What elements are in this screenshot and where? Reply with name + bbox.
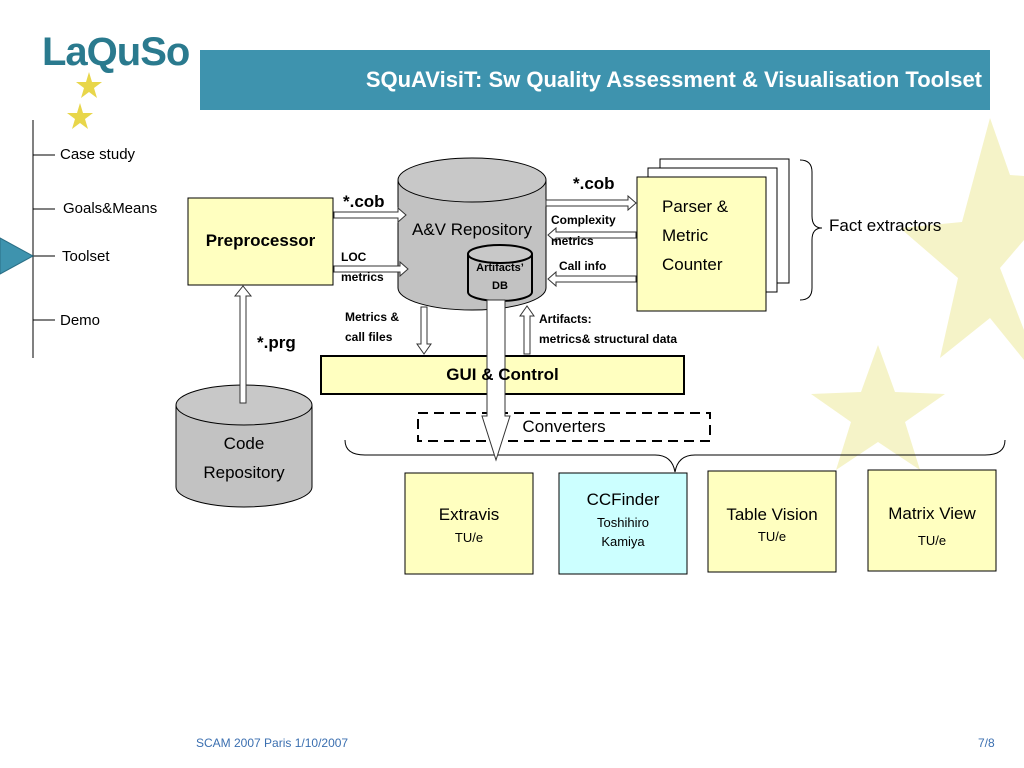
code-repository-label-1: Code [223,434,265,453]
logo-star-icon [67,103,93,129]
fact-extractors-label: Fact extractors [829,216,942,235]
matrix-view-label: Matrix View [888,504,976,523]
parser-label-3: Counter [662,255,723,274]
edge-label-complexity-1: Complexity [551,213,616,227]
code-repository-cylinder [175,405,313,508]
arrow-preprocessor-to-repo-loc [333,260,409,278]
artifacts-db-label-2: DB [492,280,508,292]
footer-conference: SCAM 2007 Paris 1/10/2007 [196,736,349,750]
gui-control-label: GUI & Control [446,365,559,384]
edge-label-loc-1: LOC [341,250,367,264]
edge-label-artifacts-1: Artifacts: [539,312,592,326]
av-repository-label: A&V Repository [412,220,532,239]
parser-label-1: Parser & [662,197,729,216]
edge-label-call-info: Call info [559,259,607,273]
nav-item-demo[interactable]: Demo [60,312,101,329]
edge-label-cob-left: *.cob [343,192,385,211]
background-star-icon [900,118,1024,360]
laquso-logo: LaQuSo [42,30,190,74]
tools-brace [344,439,1006,473]
extravis-org: TU/e [454,530,484,545]
nav-item-case-study[interactable]: Case study [60,146,136,163]
extravis-box [404,472,534,575]
ccfinder-label: CCFinder [586,490,660,509]
parser-label-2: Metric [662,226,709,245]
edge-label-cob-right: *.cob [573,174,615,193]
arrow-code-repo-to-preprocessor [233,285,253,404]
preprocessor-box [187,197,334,286]
converters-label: Converters [522,417,606,436]
arrow-parser-to-repo-complexity [547,226,637,244]
logo-star-icon [76,72,102,98]
ccfinder-box [558,472,688,575]
matrix-view-org: TU/e [917,533,947,548]
edge-label-artifacts-2: metrics& structural data [539,332,678,346]
slide-title: SQuAVisiT: Sw Quality Assessment & Visua… [365,67,982,92]
fact-extractors-brace [799,159,823,301]
table-vision-label: Table Vision [726,505,818,524]
edge-label-complexity-2: metrics [551,234,594,248]
nav-item-goals-means[interactable]: Goals&Means [63,200,158,217]
preprocessor-label: Preprocessor [205,231,316,250]
edge-label-metrics-call-2: call files [345,330,393,344]
ccfinder-org-2: Kamiya [601,534,645,549]
matrix-view-box [867,469,997,572]
title-bar [200,50,990,110]
edge-label-metrics-call-1: Metrics & [345,310,400,324]
edge-label-loc-2: metrics [341,270,384,284]
arrow-repo-to-gui-metrics [416,306,432,355]
arrow-gui-to-repo-artifacts [519,305,535,355]
parser-box [636,176,767,312]
nav-item-toolset[interactable]: Toolset [62,248,110,265]
edge-label-prg: *.prg [257,333,296,352]
table-vision-box [707,470,837,573]
background-star-icon [811,345,945,470]
arrow-repo-to-parser-cob [545,194,637,212]
ccfinder-org-1: Toshihiro [596,515,650,530]
active-nav-marker-icon [0,237,35,275]
footer-page-number: 7/8 [978,736,995,750]
artifacts-db-label-1: Artifacts’ [476,262,524,274]
table-vision-org: TU/e [757,529,787,544]
arrow-preprocessor-to-repo-cob [333,206,407,224]
extravis-label: Extravis [438,505,500,524]
converters-box [417,412,711,442]
code-repository-label-2: Repository [203,463,285,482]
arrow-parser-to-repo-callinfo [547,270,637,288]
arrow-db-to-extravis [481,299,511,462]
